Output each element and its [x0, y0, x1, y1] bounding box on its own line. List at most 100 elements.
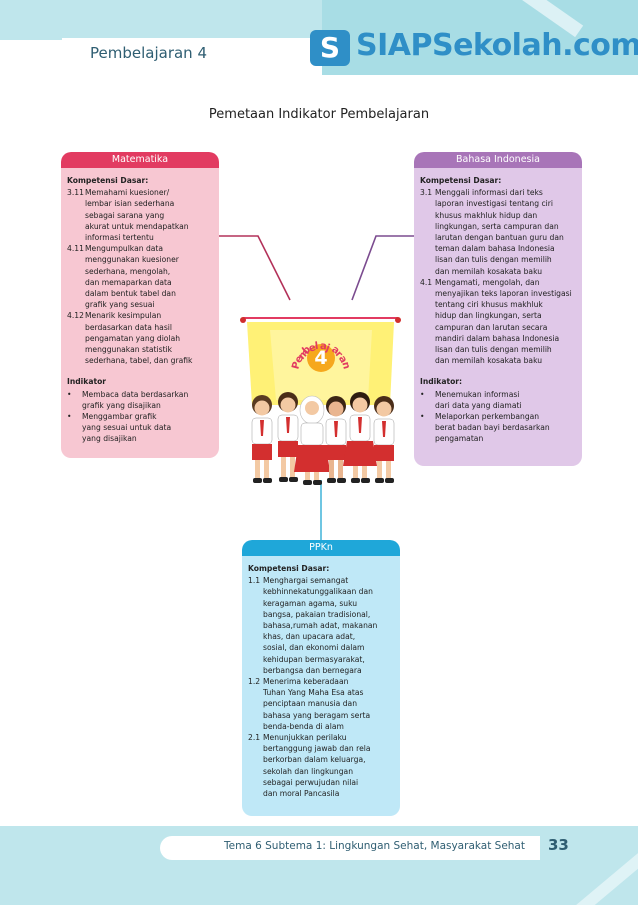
item-line: tentang ciri khusus makhluk: [435, 300, 543, 310]
item-number: •: [67, 412, 72, 422]
item-line: khas, dan upacara adat,: [263, 632, 356, 642]
item-line: Mengumpulkan data: [85, 244, 164, 254]
item-number: 4.12: [67, 311, 84, 321]
item-line: berkorban dalam keluarga,: [263, 755, 366, 765]
item-line: yang disajikan: [82, 434, 137, 444]
bahasa-title: Bahasa Indonesia: [414, 152, 582, 168]
item-line: larutan dengan bantuan guru dan: [435, 233, 564, 243]
item-line: lembar isian sederhana: [85, 199, 175, 209]
item-line: berdasarkan data hasil: [85, 322, 172, 332]
item-line: khusus makhluk hidup dan: [435, 210, 538, 220]
item-line: Memahami kuesioner/: [85, 188, 170, 198]
item-line: pengamatan yang diolah: [85, 333, 181, 343]
item-line: yang sesuai untuk data: [82, 423, 172, 433]
item-line: kehidupan bermasyarakat,: [263, 654, 365, 664]
item-line: informasi tertentu: [85, 233, 154, 243]
item-line: sebagai sarana yang: [85, 210, 165, 220]
item-line: kebhinnekatunggalikaan dan: [263, 587, 373, 597]
item-line: Menggali informasi dari teks: [435, 188, 543, 198]
item-line: sekolah dan lingkungan: [263, 766, 354, 776]
item-line: Menunjukkan perilaku: [263, 733, 347, 743]
item-line: dan moral Pancasila: [263, 789, 340, 799]
item-line: dalam bentuk tabel dan: [85, 289, 176, 299]
item-number: 4.11: [67, 244, 84, 254]
item-line: laporan investigasi tentang ciri: [435, 199, 553, 209]
item-line: lisan dan tulis dengan memilih: [435, 345, 552, 355]
banner: [240, 317, 401, 405]
ppkn-kd-label: Kompetensi Dasar:: [248, 564, 330, 573]
lesson-title: Pembelajaran 4: [90, 44, 207, 62]
item-line: campuran dan larutan secara: [435, 322, 548, 332]
matematika-indicator-label: Indikator: [67, 377, 107, 387]
item-line: dan memilah kosakata baku: [435, 266, 543, 276]
children-group: [251, 392, 395, 485]
item-line: teman dalam bahasa Indonesia: [435, 244, 555, 254]
page-heading: Pemetaan Indikator Pembelajaran: [208, 107, 430, 122]
item-number: 1.2: [248, 677, 261, 687]
item-line: Tuhan Yang Maha Esa atas: [263, 688, 364, 698]
item-line: sebagai perwujudan nilai: [263, 777, 359, 787]
ppkn-title: PPKn: [242, 540, 400, 556]
item-line: dan memilah kosakata baku: [435, 356, 543, 366]
header-right-band: [322, 0, 638, 75]
item-line: benda-benda di alam: [263, 721, 344, 731]
item-line: grafik yang disajikan: [82, 400, 161, 410]
matematika-kd-label: Kompetensi Dasar:: [67, 176, 149, 185]
item-line: bahasa yang beragam serta: [263, 710, 371, 720]
connector-matematika: [219, 235, 291, 301]
matematika-title: Matematika: [61, 152, 219, 168]
item-number: 3.11: [67, 188, 84, 198]
item-line: mandiri dalam bahasa Indonesia: [435, 333, 560, 343]
item-line: dan memaparkan data: [85, 277, 172, 287]
item-line: sosial, dan ekonomi dalam: [263, 643, 365, 653]
header-title-pill: [62, 38, 322, 72]
item-line: Menarik kesimpulan: [85, 311, 162, 321]
item-line: dari data yang diamati: [435, 400, 522, 410]
item-line: Menghargai semangat: [263, 576, 349, 586]
item-line: sederhana, mengolah,: [85, 266, 171, 276]
item-line: lingkungan, serta campuran dan: [435, 221, 559, 231]
item-line: sederhana, tabel, dan grafik: [85, 356, 193, 366]
item-line: bertanggung jawab dan rela: [263, 744, 371, 754]
footer-pill: [160, 836, 540, 860]
item-number: 1.1: [248, 576, 261, 586]
item-number: •: [420, 389, 425, 399]
item-line: Menggambar grafik: [82, 412, 157, 422]
item-line: lisan dan tulis dengan memilih: [435, 255, 552, 265]
item-number: •: [420, 412, 425, 422]
item-line: penciptaan manusia dan: [263, 699, 358, 709]
item-text: Memahami kuesioner/lembar isian sederhan…: [85, 187, 213, 243]
item-line: Mengamati, mengolah, dan: [435, 277, 540, 287]
bahasa-kd-label: Kompetensi Dasar:: [420, 176, 502, 185]
item-line: pengamatan: [435, 434, 484, 444]
item-line: hidup dan lingkungan, serta: [435, 311, 542, 321]
item-line: akurat untuk mendapatkan: [85, 221, 189, 231]
